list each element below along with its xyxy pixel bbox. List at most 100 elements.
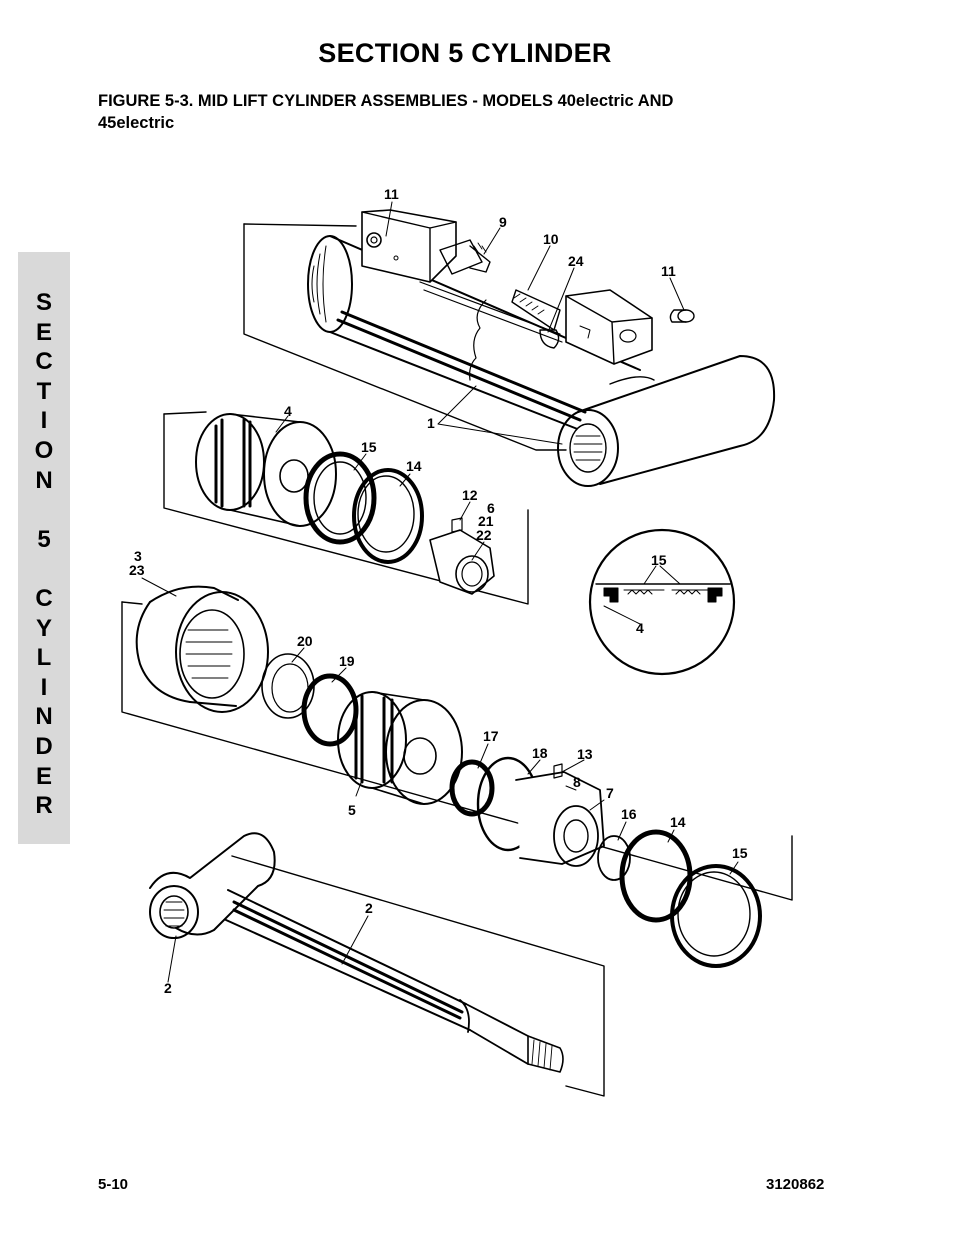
callout-6: 6: [487, 500, 495, 516]
rod-panel-outline: [231, 855, 605, 1097]
figure-caption-line2: 45electric: [98, 114, 175, 132]
piston-tube-sleeve: [135, 585, 269, 713]
end-tube-bore: [557, 409, 619, 487]
callout-13: 13: [577, 746, 593, 762]
wiper-ring-lower: [670, 864, 762, 968]
valve-block-upper: [361, 209, 491, 283]
side-tab-letter: R: [35, 792, 53, 820]
plug-fitting: [669, 309, 695, 323]
o-ring-inner: [597, 835, 631, 881]
leader-line: [141, 577, 177, 597]
valve-port: [366, 232, 382, 248]
callout-22: 22: [476, 527, 492, 543]
upper-valve-cartridge: [439, 239, 491, 275]
barrel-tube-line: [419, 281, 563, 343]
barrel-panel-outline: [243, 223, 567, 451]
callout-7: 7: [606, 785, 614, 801]
leader-line: [459, 501, 471, 521]
rod-seal-upper: [352, 468, 424, 564]
side-tab-letter: O: [34, 436, 54, 464]
leader-line: [437, 385, 563, 445]
callout-11: 11: [661, 263, 676, 279]
callout-3: 3: [134, 548, 142, 564]
side-tab-letter: C: [35, 348, 53, 376]
callout-12: 12: [462, 487, 478, 503]
wear-ring: [449, 759, 495, 817]
callout-24: 24: [568, 253, 584, 269]
callout-1: 1: [427, 415, 435, 431]
figure-caption: FIGURE 5-3. MID LIFT CYLINDER ASSEMBLIES…: [98, 90, 798, 134]
callout-21: 21: [478, 513, 494, 529]
valve-knob: [539, 329, 560, 349]
side-tab-letter: I: [40, 673, 48, 701]
callout-14: 14: [670, 814, 686, 830]
side-tab-letter: I: [40, 407, 48, 435]
leader-line: [589, 799, 605, 811]
section-title: SECTION 5 CYLINDER: [318, 38, 612, 68]
leader-line: [561, 759, 585, 773]
leader-line: [547, 267, 575, 333]
leader-line: [527, 245, 551, 291]
callout-19: 19: [339, 653, 355, 669]
piston-rod: [149, 832, 564, 1073]
leader-line: [385, 201, 393, 237]
side-tab-letter: S: [35, 289, 52, 316]
side-tab-letter: E: [35, 762, 52, 790]
callout-5: 5: [348, 802, 356, 818]
cylinder-barrel: [307, 235, 641, 431]
side-tab-letter: 5: [37, 525, 51, 553]
leader-line: [477, 743, 489, 769]
callout-17: 17: [483, 728, 499, 744]
side-tab-letter: Y: [35, 614, 52, 642]
rod-thread: [527, 1035, 564, 1073]
leader-lines: [141, 201, 739, 983]
wiper-ring-upper: [303, 451, 377, 545]
leader-line: [355, 779, 363, 797]
detail-circle: [588, 528, 736, 676]
callout-15: 15: [361, 439, 377, 455]
callout-4: 4: [284, 403, 292, 419]
side-tab-letters: S E C T I O N 5 C Y L I N D E R: [18, 288, 70, 821]
leader-line: [167, 935, 177, 983]
callout-15-detail: 15: [651, 552, 667, 568]
barrel-end-tube: [557, 355, 776, 487]
barrel-panel-edge: [243, 223, 357, 227]
side-tab-letter: L: [36, 644, 52, 672]
o-ring-outer: [301, 673, 359, 747]
leader-line: [275, 415, 289, 433]
side-tab-letter: D: [35, 732, 53, 760]
leader-line: [667, 829, 675, 843]
piston: [337, 691, 463, 805]
leader-line: [565, 785, 577, 791]
callout-2: 2: [164, 980, 172, 996]
leader-line: [331, 667, 347, 683]
piston-panel-outline: [121, 601, 793, 901]
head-panel: [163, 411, 529, 605]
head-panel-outline: [163, 413, 529, 605]
callout-4-detail: 4: [636, 620, 644, 636]
side-tab-letter: T: [36, 377, 52, 405]
callout-10: 10: [543, 231, 559, 247]
set-screw-lower: [553, 763, 563, 779]
piston-panel-edge: [121, 601, 143, 605]
rod-eye: [149, 832, 276, 936]
rod-shaft: [225, 889, 471, 1031]
callout-15: 15: [732, 845, 748, 861]
document-number: 3120862: [766, 1176, 825, 1193]
callout-18: 18: [532, 745, 548, 761]
cylinder-head: [195, 413, 337, 527]
leader-line: [399, 473, 411, 487]
callout-labels: 11 9 10 24 11 4 1 15 14 12 6 21 22 3 23 …: [129, 186, 748, 996]
barrel-rear-end: [307, 235, 353, 333]
callout-20: 20: [297, 633, 313, 649]
valve-block-lower: [511, 289, 653, 365]
callout-23: 23: [129, 562, 145, 578]
side-tab-letter: N: [35, 466, 53, 494]
section-side-tab: S E C T I O N 5 C Y L I N D E R: [18, 252, 70, 844]
leader-line: [341, 915, 369, 965]
spacer-collar: [515, 771, 605, 867]
page-number: 5-10: [98, 1176, 129, 1193]
leader-line: [669, 277, 685, 311]
side-tab-letter: C: [35, 584, 53, 612]
